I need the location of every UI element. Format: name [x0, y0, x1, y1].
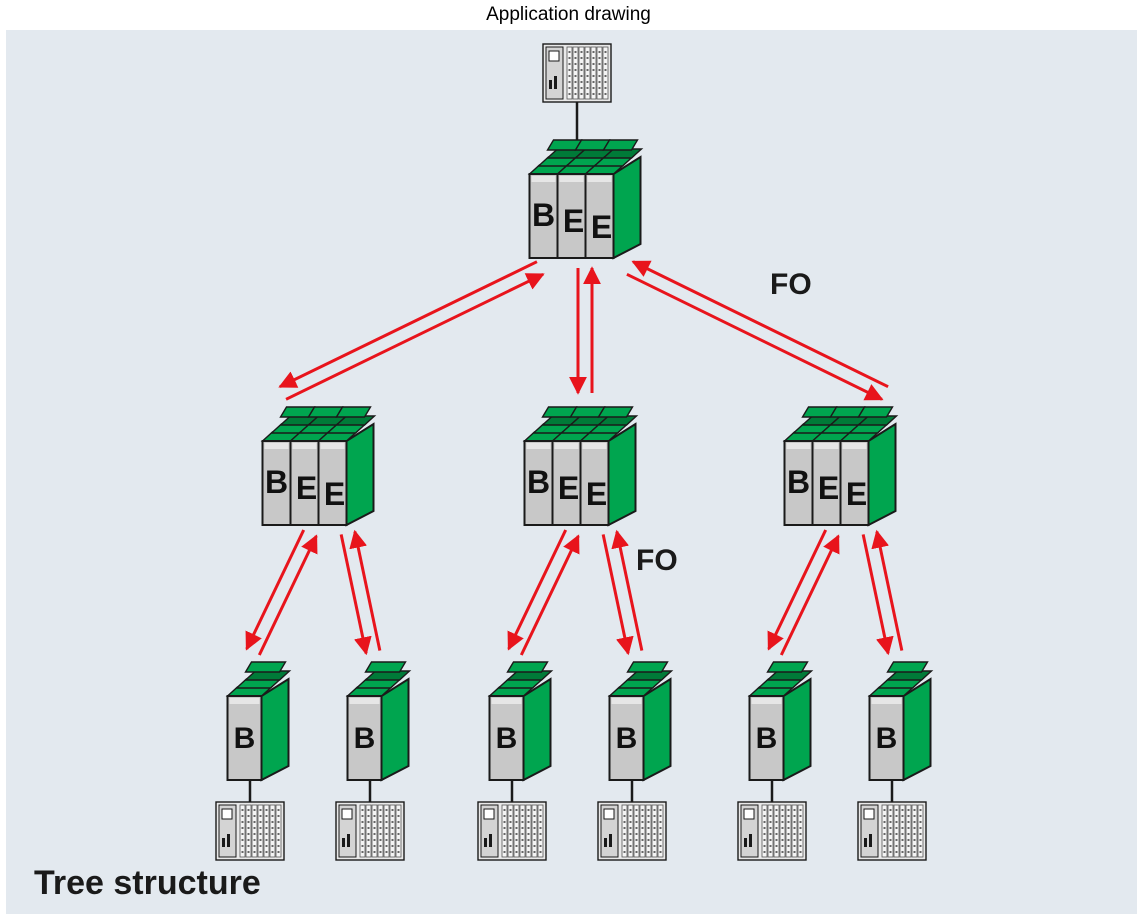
- fo-link-branch-2-leaf-2: [601, 529, 644, 656]
- fo-arrow-up: [257, 534, 318, 656]
- module-letter: E: [563, 203, 584, 239]
- module-letter: E: [591, 209, 612, 245]
- leaf-module-icon-3-2: B: [867, 661, 934, 782]
- fo-arrow-up: [285, 272, 545, 401]
- module-letter: E: [586, 476, 607, 512]
- module-letter: B: [234, 722, 256, 755]
- fo-link-root-branch-1: [278, 260, 545, 401]
- module-letter: E: [296, 470, 317, 506]
- fo-link-branch-3-leaf-2: [861, 529, 904, 656]
- connection-lines: [248, 102, 894, 802]
- leaf-module-icon-3-1: B: [747, 661, 814, 782]
- module-letter: B: [265, 464, 288, 500]
- fo-link-branch-1-leaf-1: [245, 529, 318, 656]
- leaf-module-icon-1-1: B: [225, 661, 292, 782]
- leaf-plc-controller-icon-3-1: [737, 801, 807, 861]
- fo-arrow-down: [767, 529, 828, 651]
- fo-label-middle: FO: [636, 544, 678, 577]
- fo-link-branch-1-leaf-2: [339, 529, 382, 656]
- module-letter: B: [876, 722, 898, 755]
- fo-arrow-down: [507, 529, 568, 651]
- fo-arrow-down: [601, 534, 634, 656]
- module-letter: B: [532, 197, 555, 233]
- leaf-plc-controller-icon-1-1: [215, 801, 285, 861]
- root-plc-controller-icon: [542, 43, 612, 103]
- fo-link-root-branch-3: [626, 260, 889, 401]
- module-letter: E: [818, 470, 839, 506]
- fo-arrow-down: [278, 260, 538, 389]
- module-letter: B: [616, 722, 638, 755]
- fiber-optic-links: [245, 260, 904, 656]
- fo-arrow-up: [611, 529, 644, 651]
- structure-label: Tree structure: [34, 864, 261, 902]
- fo-arrow-up: [871, 529, 904, 651]
- fo-arrow-up: [779, 534, 840, 656]
- fo-link-branch-2-leaf-1: [507, 529, 580, 656]
- fo-arrow-down: [626, 272, 884, 401]
- fo-link-branch-3-leaf-1: [767, 529, 840, 656]
- leaf-module-icon-2-2: B: [607, 661, 674, 782]
- module-letter: B: [756, 722, 778, 755]
- module-letter: E: [324, 476, 345, 512]
- leaf-plc-controller-icon-2-1: [477, 801, 547, 861]
- fo-arrow-down: [245, 529, 306, 651]
- leaf-plc-controller-icon-1-2: [335, 801, 405, 861]
- fo-link-root-branch-2: [569, 266, 601, 395]
- module-letter: E: [558, 470, 579, 506]
- leaf-plc-controller-icon-2-2: [597, 801, 667, 861]
- fo-label-top: FO: [770, 268, 812, 301]
- fo-arrow-up: [349, 529, 382, 651]
- diagram-title: Application drawing: [486, 4, 651, 25]
- leaf-module-icon-1-2: B: [345, 661, 412, 782]
- module-letter: B: [496, 722, 518, 755]
- module-letter: B: [527, 464, 550, 500]
- leaf-module-icon-2-1: B: [487, 661, 554, 782]
- fo-arrow-down: [339, 534, 372, 656]
- module-letter: E: [846, 476, 867, 512]
- module-letter: B: [787, 464, 810, 500]
- module-letter: B: [354, 722, 376, 755]
- fo-arrow-up: [631, 260, 889, 389]
- fo-arrow-up: [519, 534, 580, 656]
- leaf-plc-controller-icon-3-2: [857, 801, 927, 861]
- fo-arrow-down: [861, 534, 894, 656]
